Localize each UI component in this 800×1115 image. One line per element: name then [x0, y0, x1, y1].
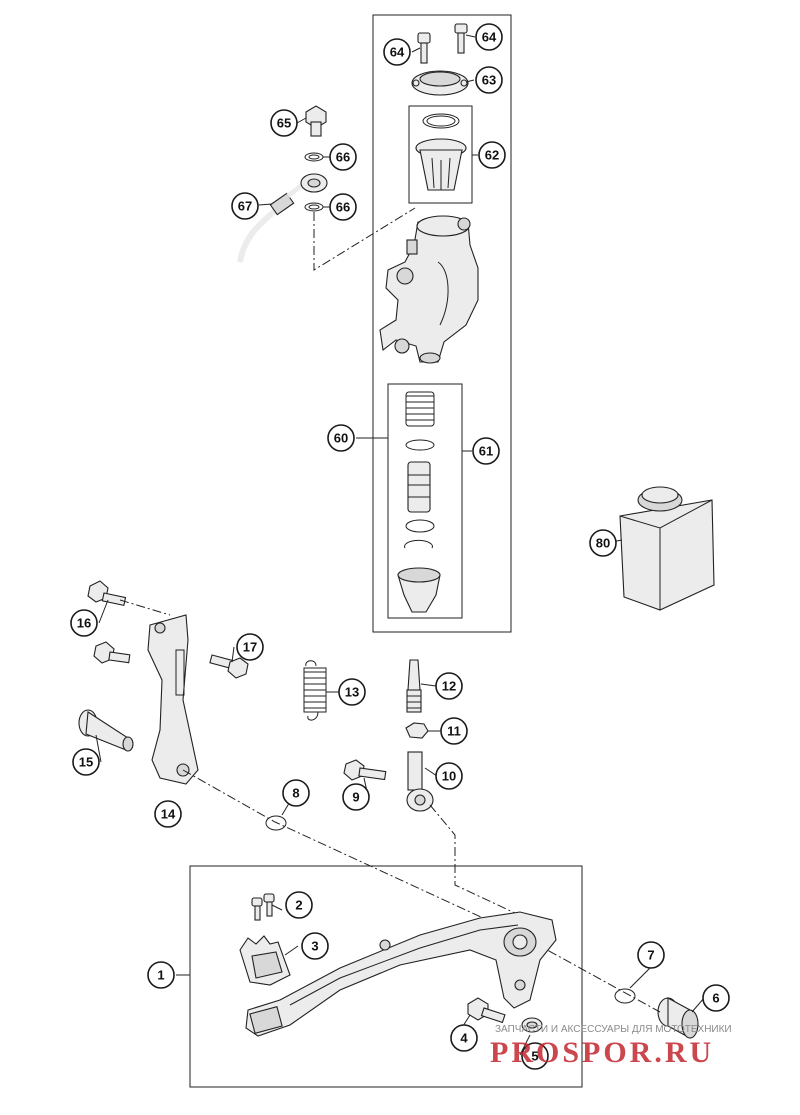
svg-text:16: 16 — [77, 616, 91, 631]
callout-65: 65 — [270, 109, 298, 137]
banjo-bolt-65 — [305, 105, 327, 137]
washer-66-lower — [304, 202, 324, 212]
svg-text:64: 64 — [482, 30, 497, 45]
svg-text:8: 8 — [292, 786, 299, 801]
callout-13: 13 — [338, 678, 366, 706]
svg-text:63: 63 — [482, 73, 496, 88]
callout-5: 5 — [521, 1042, 549, 1070]
piston-kit-61 — [397, 391, 441, 613]
bolt-9 — [343, 759, 387, 781]
callout-10: 10 — [435, 762, 463, 790]
svg-text:5: 5 — [531, 1049, 538, 1064]
piston-kit-frame — [387, 383, 463, 619]
svg-text:80: 80 — [596, 536, 610, 551]
callout-1: 1 — [147, 961, 175, 989]
callout-3: 3 — [301, 932, 329, 960]
callout-66-lower: 66 — [329, 193, 357, 221]
callout-66-upper: 66 — [329, 143, 357, 171]
svg-text:4: 4 — [460, 1031, 468, 1046]
callout-63: 63 — [475, 66, 503, 94]
reservoir-cover-63 — [411, 70, 469, 96]
hose-assembly-line — [313, 207, 416, 271]
watermark-brand: PROSPOR.RU — [490, 1036, 714, 1069]
o-ring-7 — [614, 988, 636, 1004]
svg-text:61: 61 — [479, 444, 493, 459]
svg-text:10: 10 — [442, 769, 456, 784]
reservoir-62 — [415, 113, 467, 191]
master-cylinder-body — [379, 215, 479, 364]
o-ring-8 — [265, 815, 287, 831]
svg-text:67: 67 — [238, 199, 252, 214]
callout-62: 62 — [478, 141, 506, 169]
svg-text:9: 9 — [352, 790, 359, 805]
svg-text:14: 14 — [161, 807, 176, 822]
callout-14: 14 — [154, 800, 182, 828]
bolt-16-line — [119, 599, 171, 616]
callout-4: 4 — [450, 1024, 478, 1052]
brake-pedal-frame — [189, 865, 583, 1088]
pivot-axis-line — [182, 769, 661, 1013]
master-cylinder-frame — [372, 14, 512, 633]
svg-text:13: 13 — [345, 685, 359, 700]
bolt-bracket-lower — [93, 641, 131, 664]
svg-text:2: 2 — [295, 898, 302, 913]
screw-64-right — [454, 23, 468, 54]
bolt-17 — [209, 654, 249, 679]
callout-64-right: 64 — [475, 23, 503, 51]
washer-66-upper — [304, 152, 324, 162]
clevis-axis-line — [429, 804, 531, 921]
callout-16: 16 — [70, 609, 98, 637]
callout-6: 6 — [702, 984, 730, 1012]
svg-text:12: 12 — [442, 679, 456, 694]
callout-8: 8 — [282, 779, 310, 807]
screw-64-left — [417, 32, 431, 64]
callout-15: 15 — [72, 748, 100, 776]
callout-61: 61 — [472, 437, 500, 465]
svg-text:11: 11 — [447, 724, 461, 739]
bushing-15 — [78, 709, 134, 752]
bracket-14 — [147, 614, 199, 785]
svg-text:65: 65 — [277, 116, 291, 131]
svg-text:6: 6 — [712, 991, 719, 1006]
screws-2 — [251, 893, 275, 921]
callout-80: 80 — [589, 529, 617, 557]
brake-pedal-1 — [245, 911, 557, 1037]
callout-11: 11 — [440, 717, 468, 745]
pivot-bolt-6 — [657, 997, 699, 1039]
callout-9: 9 — [342, 783, 370, 811]
svg-text:64: 64 — [390, 45, 405, 60]
step-plate-3 — [239, 935, 291, 986]
callout-7: 7 — [637, 941, 665, 969]
callout-17: 17 — [236, 633, 264, 661]
bolt-4 — [467, 997, 506, 1024]
svg-text:15: 15 — [79, 755, 93, 770]
svg-text:60: 60 — [334, 431, 348, 446]
svg-text:1: 1 — [157, 968, 164, 983]
svg-text:66: 66 — [336, 150, 350, 165]
clevis-10 — [406, 751, 434, 812]
callout-60: 60 — [327, 424, 355, 452]
callout-64-left: 64 — [383, 38, 411, 66]
callout-12: 12 — [435, 672, 463, 700]
nut-11 — [405, 722, 429, 739]
watermark-tagline: ЗАПЧАСТИ И АКСЕССУАРЫ ДЛЯ МОТОТЕХНИКИ — [495, 1024, 732, 1035]
callout-67: 67 — [231, 192, 259, 220]
svg-text:3: 3 — [311, 939, 318, 954]
brake-fluid-can-80 — [619, 486, 715, 611]
svg-text:7: 7 — [647, 948, 654, 963]
brake-hose-67 — [237, 173, 328, 263]
svg-text:17: 17 — [243, 640, 257, 655]
push-rod-12 — [406, 659, 422, 713]
nut-5 — [521, 1017, 543, 1033]
svg-text:62: 62 — [485, 148, 499, 163]
svg-text:66: 66 — [336, 200, 350, 215]
spring-13 — [303, 660, 327, 721]
callout-2: 2 — [285, 891, 313, 919]
bolt-16 — [87, 580, 127, 607]
